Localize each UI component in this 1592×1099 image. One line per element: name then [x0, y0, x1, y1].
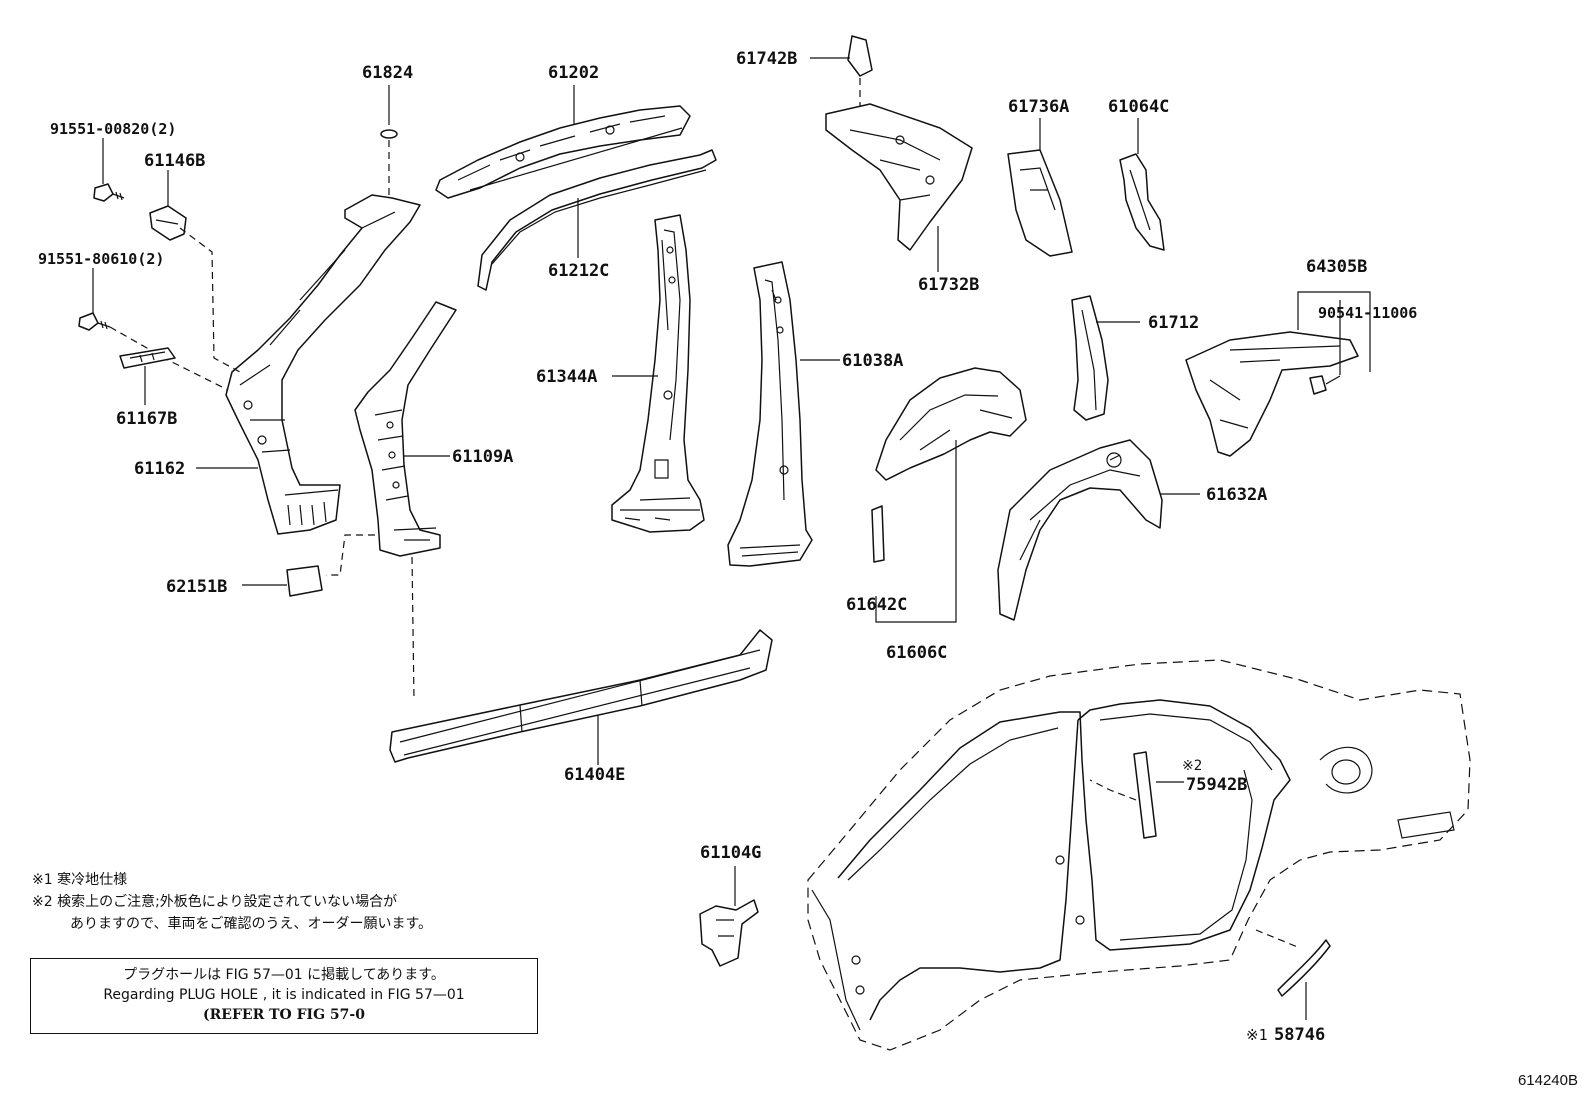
- refer-to-fig-link[interactable]: (REFER TO FIG 57-0: [203, 1007, 365, 1023]
- label-61167B: 61167B: [116, 409, 177, 429]
- part-61344A-drawing: [611, 214, 705, 533]
- label-61104G: 61104G: [700, 843, 761, 863]
- label-61732B: 61732B: [918, 275, 979, 295]
- label-64305B: 64305B: [1306, 257, 1367, 277]
- label-61146B: 61146B: [144, 151, 205, 171]
- part-61606C-drawing: [875, 367, 1027, 623]
- label-91551-80610: 91551-80610(2): [38, 250, 164, 268]
- label-61736A: 61736A: [1008, 97, 1069, 117]
- part-90541-11006-drawing: [1309, 375, 1341, 395]
- part-91551-80610-drawing: [78, 268, 229, 391]
- part-61038A-drawing: [727, 261, 840, 567]
- label-61162: 61162: [134, 459, 185, 479]
- part-61732B-drawing: [825, 103, 973, 272]
- figure-id: 614240B: [1517, 1072, 1578, 1089]
- label-61606C: 61606C: [886, 643, 947, 663]
- part-62151B-drawing: [242, 565, 323, 597]
- label-61742B: 61742B: [736, 49, 797, 69]
- plug-hole-note-jp: プラグホールは FIG 57—01 に掲載してあります。: [123, 967, 445, 983]
- label-61712: 61712: [1148, 313, 1199, 333]
- label-61212C: 61212C: [548, 261, 609, 281]
- part-61824-drawing: [380, 85, 398, 200]
- label-ref2-mark: ※2: [1182, 758, 1202, 774]
- part-61712-drawing: [1071, 295, 1140, 421]
- label-61202: 61202: [548, 63, 599, 83]
- part-61742B-drawing: [810, 35, 873, 108]
- part-61202-drawing: [435, 85, 691, 199]
- label-61109A: 61109A: [452, 447, 513, 467]
- part-61064C-drawing: [1119, 118, 1165, 251]
- label-ref1-mark: ※1: [1246, 1026, 1268, 1044]
- footnote-1: ※1 寒冷地仕様: [32, 872, 128, 888]
- part-61642C-drawing: [871, 505, 885, 563]
- part-61212C-drawing: [477, 149, 717, 291]
- label-90541-11006: 90541-11006: [1318, 304, 1417, 322]
- footnote-2-continued: ありますので、車両をご確認のうえ、オーダー願います。: [70, 916, 433, 932]
- part-91551-00820-drawing: [93, 138, 125, 202]
- plug-hole-note-en: Regarding PLUG HOLE , it is indicated in…: [103, 987, 465, 1003]
- label-61632A: 61632A: [1206, 485, 1267, 505]
- part-75942B-drawing: [1089, 751, 1184, 839]
- footnote-2: ※2 検索上のご注意;外板色により設定されていない場合が: [32, 894, 398, 910]
- label-61824: 61824: [362, 63, 413, 83]
- part-58746-drawing: [1255, 929, 1331, 1020]
- part-61146B-drawing: [149, 170, 241, 373]
- part-61736A-drawing: [1007, 118, 1073, 257]
- label-91551-00820: 91551-00820(2): [50, 120, 176, 138]
- part-61104G-drawing: [699, 866, 759, 967]
- part-61632A-drawing: [997, 439, 1200, 621]
- body-side-outer-drawing: [807, 659, 1471, 1051]
- part-61109A-drawing: [326, 301, 457, 701]
- label-61642C: 61642C: [846, 595, 907, 615]
- label-61064C: 61064C: [1108, 97, 1169, 117]
- part-61167B-drawing: [119, 347, 176, 405]
- part-64305B-drawing: [1185, 291, 1371, 457]
- plug-hole-reference-box: プラグホールは FIG 57—01 に掲載してあります。 Regarding P…: [30, 958, 538, 1034]
- part-61162-drawing: [196, 194, 421, 535]
- part-61404E-drawing: [389, 629, 773, 765]
- label-62151B: 62151B: [166, 577, 227, 597]
- label-61038A: 61038A: [842, 351, 903, 371]
- label-61344A: 61344A: [536, 367, 597, 387]
- label-58746: 58746: [1274, 1025, 1325, 1045]
- label-61404E: 61404E: [564, 765, 625, 785]
- label-75942B: 75942B: [1186, 775, 1247, 795]
